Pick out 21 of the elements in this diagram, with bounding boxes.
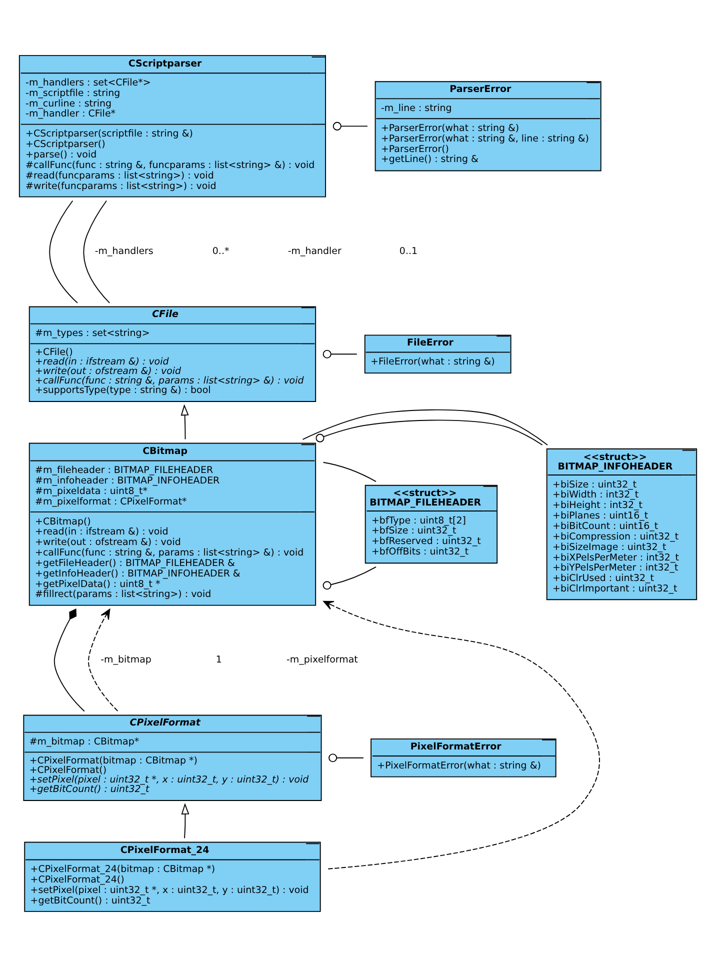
- arrow: [181, 802, 190, 838]
- connector: [322, 461, 376, 482]
- connector: [83, 200, 110, 303]
- arrow: [88, 608, 118, 711]
- label: -m_handler: [288, 246, 342, 257]
- connector: [328, 753, 364, 762]
- arrow: [323, 600, 600, 869]
- label: 0..1: [399, 246, 418, 257]
- label: -m_bitmap: [100, 654, 152, 666]
- label: 0..*: [212, 246, 230, 257]
- label: -m_pixelformat: [286, 654, 358, 666]
- connector: [322, 349, 358, 358]
- connector: [322, 566, 376, 590]
- arrow: [180, 404, 189, 440]
- label: 1: [216, 654, 222, 666]
- connector: [316, 419, 543, 445]
- connector: [332, 121, 368, 130]
- connector: [302, 408, 548, 446]
- label: -m_handlers: [94, 246, 154, 257]
- connector: [49, 200, 78, 303]
- connector: [54, 608, 85, 712]
